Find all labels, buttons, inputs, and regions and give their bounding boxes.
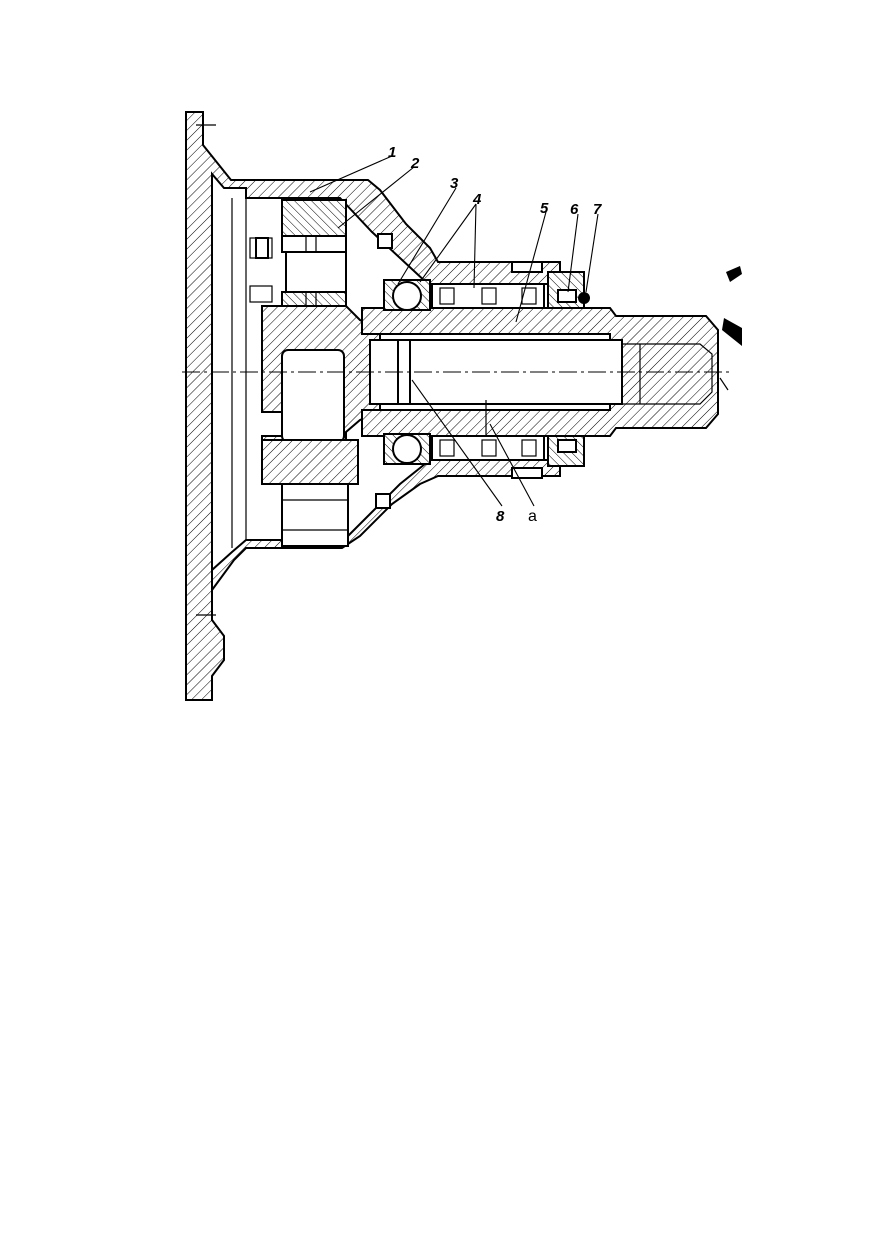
bolts <box>255 233 543 509</box>
callout-7: 7 <box>593 201 602 218</box>
callout-2: 2 <box>410 155 420 172</box>
callout-5: 5 <box>540 200 549 217</box>
carrier-hub <box>261 305 381 547</box>
callout-a: a <box>528 508 537 525</box>
callout-8: 8 <box>496 508 505 525</box>
leader-lines <box>309 155 599 507</box>
callout-3: 3 <box>450 175 459 192</box>
callout-1: 1 <box>388 144 396 161</box>
callout-4: 4 <box>472 191 482 208</box>
ball-bearing <box>383 279 431 465</box>
seal-cover <box>547 271 590 467</box>
edge-crop-marks <box>719 266 742 391</box>
callout-6: 6 <box>570 201 579 218</box>
